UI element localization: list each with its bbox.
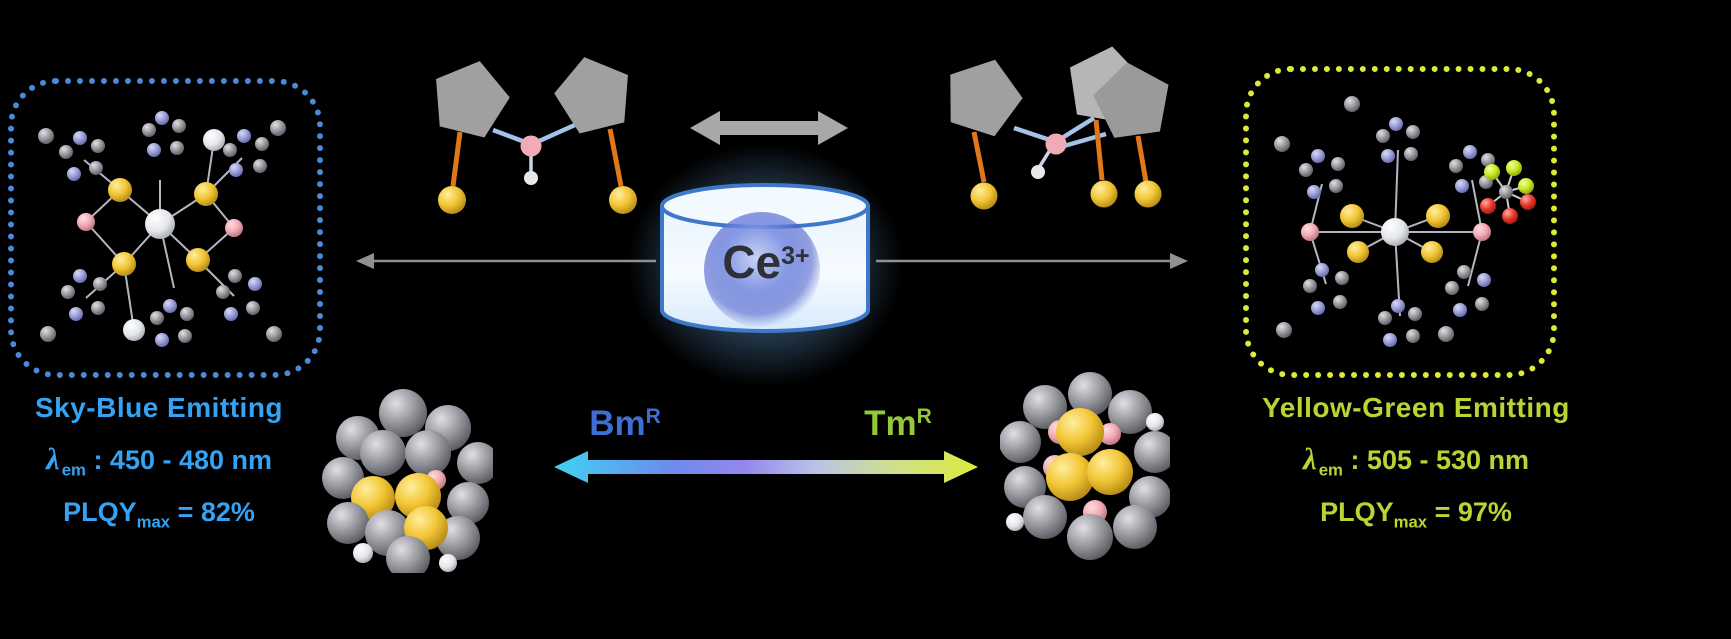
spheres [322,389,493,573]
boron-atom [1045,133,1067,155]
hydrogen-atom [1031,165,1045,179]
equilibrium-double-arrow [690,111,848,145]
lambda-symbol-left: λ [45,441,60,476]
imidazole-ring-left [950,59,1023,137]
sulfur-atom [1090,180,1118,208]
sulfur-atom [1134,180,1162,208]
bm-superscript: R [645,405,661,428]
ligand-exchange-gradient-arrow [554,451,978,483]
tm-ligand-label: TmR [833,404,963,444]
tm-superscript: R [916,405,932,428]
tris-ligand-drawing [950,46,1169,210]
triflate-counterion [1480,160,1536,224]
hydrogen-atom [524,171,538,185]
emission-range-right: : 505 - 530 nm [1350,445,1530,475]
bonds [971,116,1149,183]
sky-blue-structure-box [8,78,323,378]
boron-atom [520,135,542,157]
plqy-subscript-right: max [1393,512,1428,532]
bonds [450,121,624,187]
plqy-value-right: = 97% [1434,497,1512,528]
blue-ion-sphere [704,212,820,328]
arrow-to-yellow-green [876,253,1188,269]
sky-blue-plqy-line: PLQYmax = 82% [0,497,318,532]
tm-text: Tm [864,404,917,443]
spheres [1000,372,1170,560]
cerium-ion-label: Ce3+ [666,230,866,288]
yellow-green-plqy-line: PLQYmax = 97% [1228,497,1604,532]
arrow-to-sky-blue [356,253,656,269]
plqy-subscript-left: max [136,512,171,532]
plqy-value-left: = 82% [177,497,255,528]
bm-ligand-label: BmR [560,404,690,444]
emission-subscript-left: em [61,460,86,480]
emission-range-left: : 450 - 480 nm [93,445,273,475]
yellow-green-structure-box [1243,66,1557,378]
cerium-charge: 3+ [781,242,810,270]
sulfur-atom [438,186,466,214]
plqy-label-right: PLQY [1320,497,1394,528]
sulfur-atom [970,182,998,210]
atoms [1274,96,1495,347]
atoms [38,111,286,347]
lambda-symbol-right: λ [1302,441,1317,476]
yellow-green-crystal-structure [1274,96,1536,347]
bm-spacefill-model [322,389,493,573]
plqy-label-left: PLQY [63,497,137,528]
sky-blue-crystal-structure [38,111,286,347]
emission-subscript-right: em [1318,460,1343,480]
tm-spacefill-model [1000,372,1170,560]
imidazole-ring-right [554,57,628,134]
bm-text: Bm [589,404,646,443]
yellow-green-title: Yellow-Green Emitting [1262,392,1570,423]
sky-blue-title: Sky-Blue Emitting [34,392,284,423]
imidazole-ring-right [1093,62,1169,138]
cerium-cylinder [660,183,870,333]
bis-ligand-drawing [436,57,637,214]
cerium-symbol: Ce [722,236,782,288]
imidazole-ring-left [436,61,510,138]
